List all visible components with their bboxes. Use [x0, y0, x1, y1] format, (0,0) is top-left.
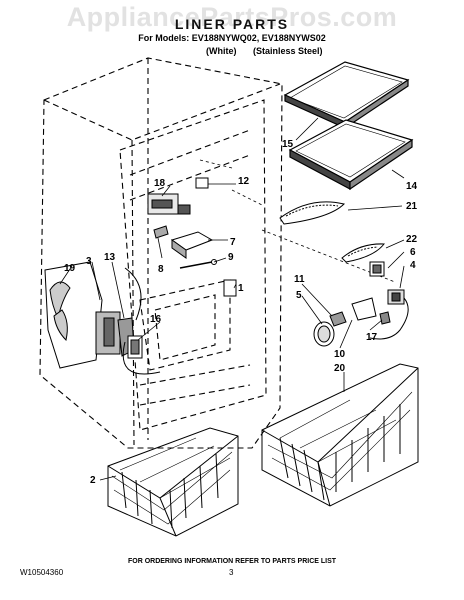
part-callouts: 15 14 18 12 21 7 22 6 4 9 8 1 19 3 13 11… — [64, 139, 418, 486]
models-line: For Models: EV188NYWQ02, EV188NYWS02 — [138, 33, 326, 43]
page-title: LINER PARTS — [174, 16, 290, 32]
watermark: AppliancePartsPros.com — [66, 2, 398, 32]
callout-15: 15 — [282, 139, 294, 150]
callout-1: 1 — [238, 283, 244, 294]
callout-16: 16 — [150, 314, 162, 325]
callout-7: 7 — [230, 237, 236, 248]
callout-17: 17 — [366, 332, 378, 343]
document-number: W10504360 — [20, 568, 64, 577]
callout-13: 13 — [104, 252, 116, 263]
callout-6: 6 — [410, 247, 416, 258]
callout-11: 11 — [294, 274, 305, 285]
finish-labels: (White) (Stainless Steel) — [206, 46, 337, 56]
callout-18: 18 — [154, 178, 166, 189]
callout-19: 19 — [64, 263, 76, 274]
callout-10: 10 — [334, 349, 346, 360]
callout-14: 14 — [406, 181, 418, 192]
callout-2: 2 — [90, 475, 96, 486]
callout-8: 8 — [158, 264, 164, 275]
callout-5: 5 — [296, 290, 302, 301]
callout-21: 21 — [406, 201, 418, 212]
callout-4: 4 — [410, 260, 416, 271]
finish-stainless: (Stainless Steel) — [253, 46, 323, 56]
callout-22: 22 — [406, 234, 418, 245]
callout-9: 9 — [228, 252, 234, 263]
page-number: 3 — [229, 568, 234, 577]
callout-20: 20 — [334, 363, 346, 374]
ordering-note: FOR ORDERING INFORMATION REFER TO PARTS … — [127, 558, 337, 565]
callout-3: 3 — [86, 256, 92, 267]
callout-12: 12 — [238, 176, 250, 187]
finish-white: (White) — [206, 46, 237, 56]
